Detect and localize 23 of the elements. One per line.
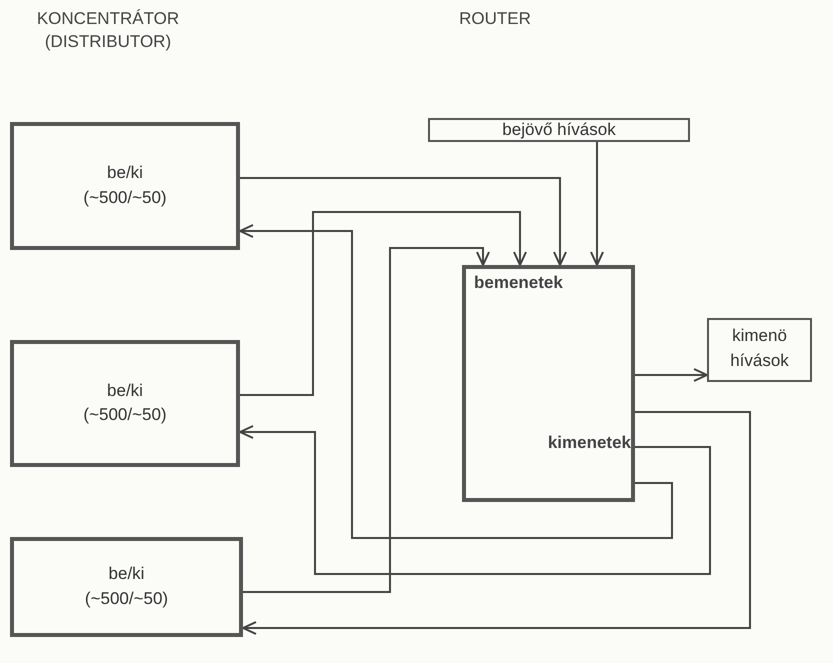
process-box xyxy=(10,122,240,250)
process-box xyxy=(10,340,240,467)
arrow xyxy=(240,211,527,396)
arrow xyxy=(240,177,567,266)
arrow xyxy=(635,368,708,382)
node-label: kimenö hívások xyxy=(729,325,790,372)
node-label: be/ki (~500/~50) xyxy=(84,563,170,610)
arrow xyxy=(590,142,604,266)
arrow xyxy=(243,247,490,593)
node-label: be/ki (~500/~50) xyxy=(82,162,168,209)
process-box xyxy=(428,118,690,142)
arrow xyxy=(239,224,673,539)
node-label: bemenetek xyxy=(474,272,563,294)
heading: KONCENTRÁTOR (DISTRIBUTOR) xyxy=(36,8,180,53)
arrow xyxy=(242,411,751,635)
node-label: be/ki (~500/~50) xyxy=(82,380,168,426)
heading: ROUTER xyxy=(458,8,532,30)
process-box xyxy=(707,318,812,382)
arrow xyxy=(239,425,711,575)
node-label: bejövő hívások xyxy=(501,119,617,141)
process-box xyxy=(10,537,243,637)
node-label: kimenetek xyxy=(548,432,631,454)
router-box xyxy=(462,265,635,502)
